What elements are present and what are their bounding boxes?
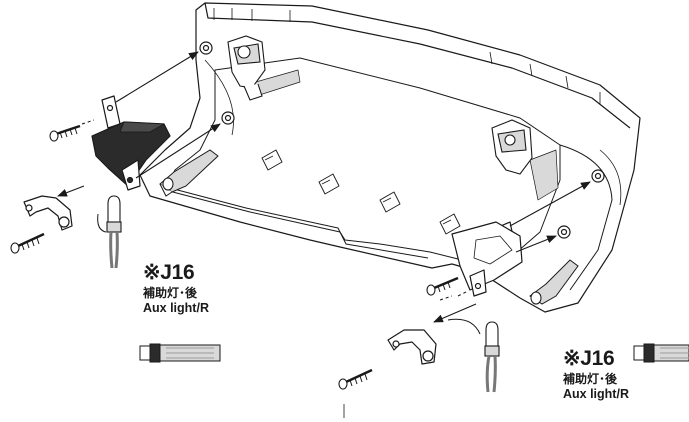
assembly-arrows <box>57 51 591 418</box>
aux-light-bulb-left <box>106 195 122 269</box>
callout-left: ※J16 補助灯･後 Aux light/R <box>143 261 209 315</box>
screw-right-bottom <box>338 368 373 390</box>
lamp-housing-right <box>451 221 523 297</box>
glue-tube-icon <box>633 343 689 363</box>
screw-left-bottom <box>10 232 45 254</box>
wire-clamp-left <box>23 195 73 231</box>
panel-bracket-right <box>491 119 533 175</box>
glue-tube-icon <box>139 343 221 363</box>
wire-clamp-right <box>387 329 437 365</box>
mounting-holes <box>199 41 605 239</box>
panel-bracket-left <box>227 35 266 101</box>
panel-lamp-right <box>529 259 579 305</box>
part-name-jp: 補助灯･後 <box>143 286 198 301</box>
aux-light-bulb-right <box>484 321 500 393</box>
part-code: ※J16 <box>563 347 615 370</box>
screw-left-top <box>49 124 81 142</box>
callout-right: ※J16 補助灯･後 Aux light/R <box>563 347 629 401</box>
screw-right-top <box>426 276 459 296</box>
part-code: ※J16 <box>143 261 195 284</box>
lamp-housing-left <box>91 95 171 191</box>
panel-lamp-left <box>159 149 219 197</box>
part-name-en: Aux light/R <box>143 300 209 315</box>
part-name-en: Aux light/R <box>563 386 629 401</box>
part-name-jp: 補助灯･後 <box>563 372 618 387</box>
